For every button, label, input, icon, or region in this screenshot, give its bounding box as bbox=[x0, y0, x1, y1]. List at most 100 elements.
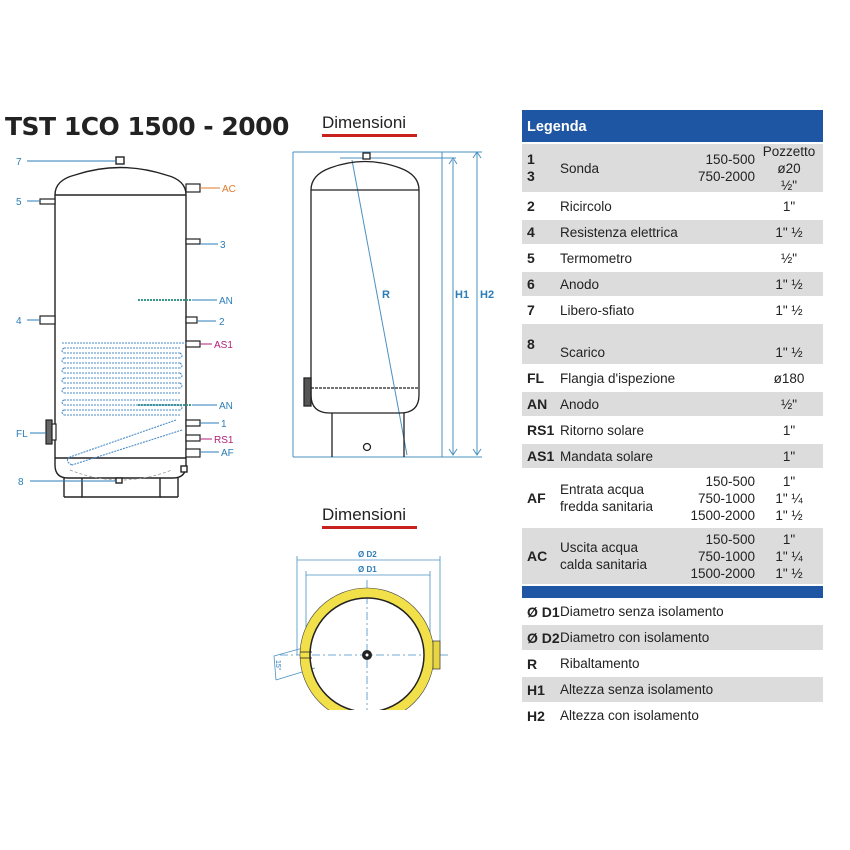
legend-footer-bar bbox=[522, 586, 823, 598]
legend-desc: Diametro senza isolamento bbox=[560, 604, 724, 619]
legend-row: AF Entrata acqua fredda sanitaria 150-50… bbox=[522, 468, 823, 526]
legend-desc: Termometro bbox=[560, 250, 633, 266]
legend-desc: Resistenza elettrica bbox=[560, 224, 678, 240]
legend-range: 750-1000 bbox=[697, 490, 755, 506]
legend-code: 4 bbox=[527, 224, 535, 240]
legend-code: H2 bbox=[527, 707, 545, 724]
product-title: TST 1CO 1500 - 2000 bbox=[5, 112, 289, 141]
legend-code: AS1 bbox=[527, 448, 555, 464]
legend-row: 7 Libero-sfiato 1" ½ bbox=[522, 296, 823, 322]
label-d2: Ø D2 bbox=[358, 550, 377, 559]
label-an-lower: AN bbox=[219, 401, 233, 412]
legend-code: R bbox=[527, 655, 538, 672]
legend-footer-row: H2 Altezza con isolamento bbox=[522, 702, 823, 728]
label-1: 1 bbox=[221, 419, 227, 430]
legend-code: 6 bbox=[527, 276, 535, 292]
legend-value: 1" ¼ bbox=[775, 548, 803, 564]
label-angle: 15° bbox=[274, 660, 282, 671]
legend-desc: Entrata acqua bbox=[560, 482, 645, 497]
label-4: 4 bbox=[16, 316, 22, 327]
legend-range: 750-1000 bbox=[697, 548, 755, 564]
legend-row: AC Uscita acqua calda sanitaria 150-500 … bbox=[522, 526, 823, 584]
legend-row: RS1 Ritorno solare 1" bbox=[522, 416, 823, 442]
label-7: 7 bbox=[16, 157, 22, 168]
legend-range: 150-500 bbox=[705, 152, 755, 167]
legend-range: 150-500 bbox=[705, 473, 755, 489]
legend-value: 1" ½ bbox=[775, 345, 803, 360]
top-view-title-underline bbox=[322, 526, 417, 529]
legend-desc: Anodo bbox=[560, 396, 600, 412]
legend-desc: Anodo bbox=[560, 276, 600, 292]
legend-row: 8 Scarico 1" ½ bbox=[522, 322, 823, 364]
top-view-title: Dimensioni bbox=[322, 505, 407, 524]
legend-range: 150-500 bbox=[705, 531, 755, 547]
legend-code: 8 bbox=[527, 336, 535, 352]
legend-row: 2 Ricircolo 1" bbox=[522, 192, 823, 218]
legend-code: RS1 bbox=[527, 422, 555, 438]
legend-value: 1" ½ bbox=[775, 565, 803, 581]
side-view-diagram: R H1 H2 bbox=[292, 151, 494, 458]
legend-value: 1" bbox=[782, 448, 796, 464]
legend-range: 750-2000 bbox=[697, 169, 755, 184]
legend-row: 6 Anodo 1" ½ bbox=[522, 270, 823, 296]
legend-row: FL Flangia d'ispezione ø180 bbox=[522, 364, 823, 390]
label-h2: H2 bbox=[480, 289, 494, 301]
side-view-title: Dimensioni bbox=[322, 113, 407, 132]
legend-code: 7 bbox=[527, 302, 535, 318]
legend-desc: Diametro con isolamento bbox=[560, 630, 710, 645]
legend-desc: Uscita acqua bbox=[560, 540, 639, 555]
legend-range: 1500-2000 bbox=[690, 565, 755, 581]
solar-coil bbox=[61, 342, 186, 466]
legend-desc: Sonda bbox=[560, 160, 600, 176]
legend-value: 1" bbox=[782, 531, 796, 547]
label-d1: Ø D1 bbox=[358, 565, 377, 574]
legend-row: 5 Termometro ½" bbox=[522, 244, 823, 270]
legend-range: 1500-2000 bbox=[690, 507, 755, 523]
legend-value: 1" ½ bbox=[775, 276, 803, 292]
legend-desc: Libero-sfiato bbox=[560, 302, 635, 318]
legend-code: Ø D2 bbox=[527, 629, 560, 646]
legend-desc: Flangia d'ispezione bbox=[560, 370, 676, 386]
legend-value: 1" bbox=[782, 198, 796, 214]
side-view-title-underline bbox=[322, 134, 417, 137]
label-2: 2 bbox=[219, 317, 225, 328]
legend-desc: Ricircolo bbox=[560, 198, 612, 214]
legend-code: AF bbox=[527, 490, 546, 506]
legend-code: 5 bbox=[527, 250, 535, 266]
legend-footer-row: Ø D2 Diametro con isolamento bbox=[522, 624, 823, 650]
legend-desc: Ribaltamento bbox=[560, 656, 640, 671]
legend-desc: Altezza senza isolamento bbox=[560, 682, 714, 697]
legend-footer-row: Ø D1 Diametro senza isolamento bbox=[522, 598, 823, 624]
legend-code: Ø D1 bbox=[527, 603, 560, 620]
label-as1: AS1 bbox=[214, 340, 233, 351]
legend-value: ½" bbox=[780, 177, 798, 193]
tank-outline bbox=[54, 156, 188, 498]
label-h1: H1 bbox=[455, 289, 469, 301]
label-fl: FL bbox=[16, 429, 28, 440]
legend-desc: Scarico bbox=[560, 345, 606, 360]
legend-value: 1" ½ bbox=[775, 224, 803, 240]
legend-desc: calda sanitaria bbox=[560, 557, 648, 572]
legend-desc: Mandata solare bbox=[560, 448, 654, 464]
legend-code: 1 bbox=[527, 151, 535, 167]
legend-value: 1" ¼ bbox=[775, 490, 803, 506]
label-rs1: RS1 bbox=[214, 435, 234, 446]
legend-value: Pozzetto ø20 bbox=[762, 143, 816, 176]
legend-row: AS1 Mandata solare 1" bbox=[522, 442, 823, 468]
legend-value: ½" bbox=[780, 396, 798, 412]
legend-footer-row: R Ribaltamento bbox=[522, 650, 823, 676]
legend-value: 1" bbox=[782, 422, 796, 438]
legend-code: FL bbox=[527, 370, 545, 386]
label-3: 3 bbox=[220, 240, 226, 251]
legend-footer-row: H1 Altezza senza isolamento bbox=[522, 676, 823, 702]
legend-value: ø180 bbox=[773, 370, 805, 386]
legend-code: 3 bbox=[527, 168, 535, 184]
label-r: R bbox=[382, 289, 390, 301]
legend-row: 1 3 Sonda 150-500 750-2000 Pozzetto ø20 … bbox=[522, 142, 823, 193]
legend-table: Legenda 1 3 Sonda 150-500 750-2000 Pozze… bbox=[522, 110, 823, 728]
legend-code: 2 bbox=[527, 198, 535, 214]
legend-value: 1" ½ bbox=[775, 507, 803, 523]
legend-desc: fredda sanitaria bbox=[560, 499, 654, 514]
legend-row: AN Anodo ½" bbox=[522, 390, 823, 416]
legend-code: AN bbox=[527, 396, 548, 412]
